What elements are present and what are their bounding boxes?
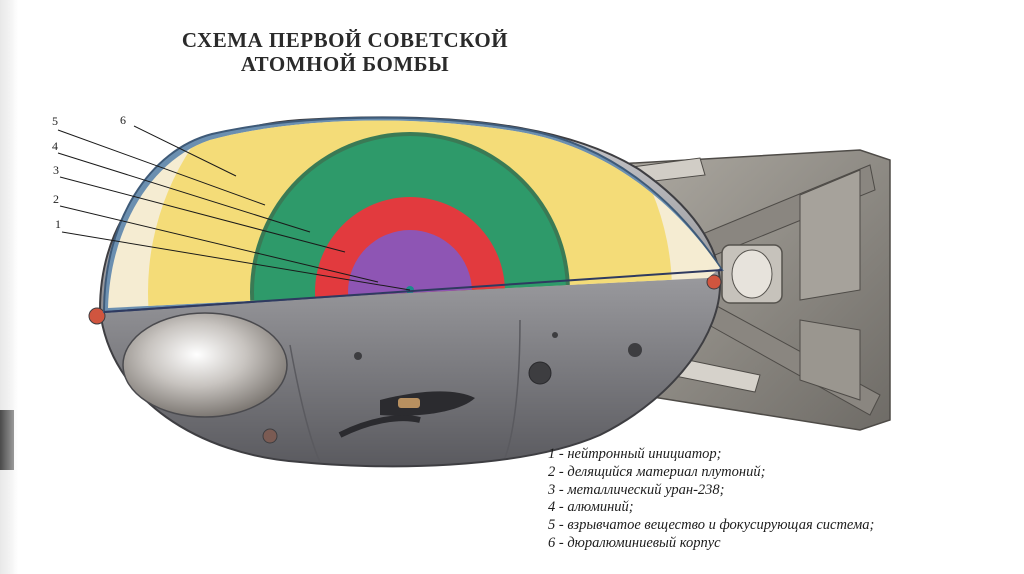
front-window (122, 312, 288, 418)
title-line-2: АТОМНОЙ БОМБЫ (240, 52, 450, 76)
legend-item-4: 4 - алюминий; (548, 499, 634, 516)
callout-1: 1 (55, 217, 61, 231)
callout-4: 4 (52, 139, 58, 153)
slide-left-edge (0, 0, 18, 574)
callout-2: 2 (53, 192, 59, 206)
legend-item-3: 3 - металлический уран-238; (548, 481, 725, 498)
legend-item-2: 2 - делящийся материал плутоний; (548, 463, 766, 480)
legend-item-6: 6 - дюралюминиевый корпус (548, 534, 721, 551)
callout-numbers: 1 2 3 4 5 6 (52, 113, 126, 231)
callout-3: 3 (53, 163, 59, 177)
cutaway-section (102, 116, 724, 314)
title-line-1: СХЕМА ПЕРВОЙ СОВЕТСКОЙ (181, 28, 509, 52)
callout-5: 5 (52, 114, 58, 128)
diagram-title: СХЕМА ПЕРВОЙ СОВЕТСКОЙ АТОМНОЙ БОМБЫ (110, 28, 580, 76)
legend-item-5: 5 - взрывчатое вещество и фокусирующая с… (548, 517, 875, 534)
legend-item-1: 1 - нейтронный инициатор; (548, 446, 722, 462)
legend: 1 - нейтронный инициатор; 2 - делящийся … (548, 446, 1018, 553)
callout-lines (57, 125, 411, 291)
callout-6: 6 (120, 113, 126, 127)
nose-cap-right (706, 274, 722, 290)
nose-cap-left (88, 307, 106, 325)
